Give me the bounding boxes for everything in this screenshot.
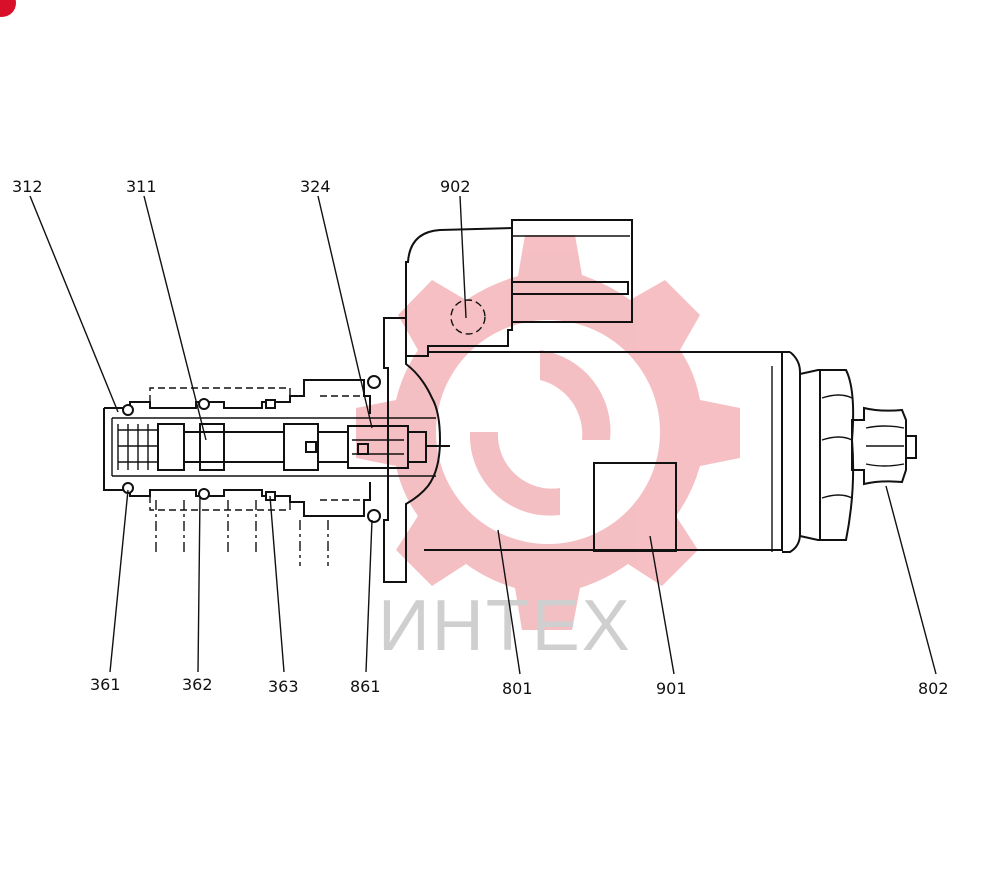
label-312: 312 — [12, 177, 43, 196]
ring-363-top — [265, 399, 276, 409]
nameplate — [593, 462, 677, 552]
screw-902-circle — [450, 299, 486, 335]
label-324: 324 — [300, 177, 331, 196]
watermark-gear-logo — [356, 235, 740, 630]
spring — [117, 424, 158, 470]
o-ring-861-top — [367, 375, 381, 389]
label-901: 901 — [656, 679, 687, 698]
watermark-text: ИНТЕХ — [378, 586, 632, 666]
label-363: 363 — [268, 677, 299, 696]
o-ring-361-top — [122, 404, 134, 416]
label-861: 861 — [350, 677, 381, 696]
solenoid-body — [383, 219, 917, 583]
label-802: 802 — [918, 679, 949, 698]
o-ring-362-top — [198, 398, 210, 410]
label-361: 361 — [90, 675, 121, 694]
label-311: 311 — [126, 177, 157, 196]
leader-lines — [29, 195, 937, 675]
o-ring-861 — [367, 509, 381, 523]
label-801: 801 — [502, 679, 533, 698]
label-902: 902 — [440, 177, 471, 196]
corner-badge — [0, 0, 16, 17]
label-362: 362 — [182, 675, 213, 694]
o-ring-362 — [198, 488, 210, 500]
